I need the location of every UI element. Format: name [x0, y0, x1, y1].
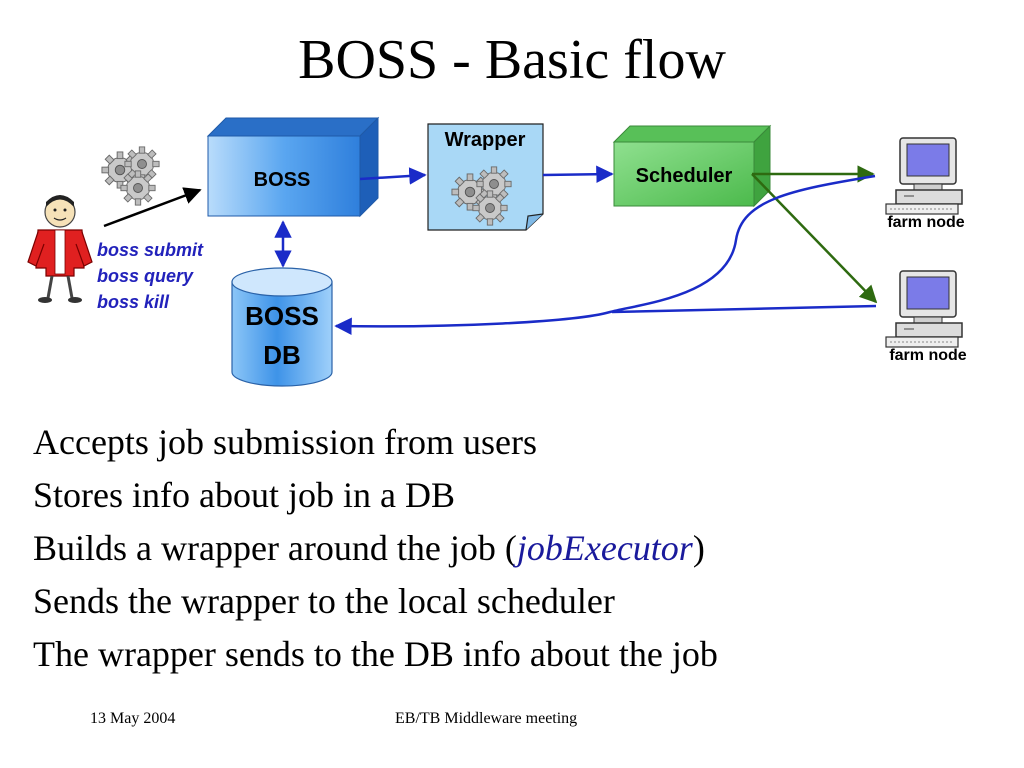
bullet-item: Accepts job submission from users: [33, 422, 537, 462]
command-query: boss query: [97, 266, 194, 286]
node2-return-line: [611, 304, 877, 314]
wrapper-label: Wrapper: [445, 129, 526, 151]
footer-event: EB/TB Middleware meeting: [395, 710, 578, 727]
scheduler-label: Scheduler: [636, 165, 733, 187]
boss-to-wrapper-arrow: [359, 167, 427, 185]
flow-diagram: boss submit boss query boss kill BOSS Wr…: [27, 116, 967, 387]
submit-gears-icon: [101, 146, 160, 206]
command-submit: boss submit: [97, 240, 204, 260]
bullet-item: Builds a wrapper around the job (jobExec…: [33, 528, 705, 568]
wrapper-box: Wrapper: [427, 123, 544, 231]
farm-node-1-label: farm node: [887, 214, 964, 231]
farm-node-2-computer-icon: [885, 270, 963, 348]
bullet-list: Accepts job submission from users Stores…: [33, 416, 718, 681]
node-to-db-arrow: [334, 174, 876, 336]
scheduler-to-node2-arrow: [751, 173, 878, 304]
wrapper-to-scheduler-arrow: [542, 165, 614, 183]
db-label-line1: BOSS: [245, 301, 319, 331]
slide-title: BOSS - Basic flow: [298, 29, 726, 91]
job-executor-term: jobExecutor: [516, 528, 693, 568]
bullet-item: Stores info about job in a DB: [33, 475, 455, 515]
command-kill: boss kill: [97, 292, 170, 312]
user-figure-icon: [27, 195, 93, 303]
scheduler-box: Scheduler: [612, 124, 772, 208]
submit-arrow: [103, 187, 202, 228]
boss-box: BOSS: [206, 116, 380, 218]
boss-db-cylinder: BOSS DB: [231, 267, 333, 387]
farm-node-2-label: farm node: [889, 347, 966, 364]
bullet-item: Sends the wrapper to the local scheduler: [33, 581, 615, 621]
db-label-line2: DB: [263, 340, 301, 370]
boss-label: BOSS: [254, 169, 311, 191]
bullet-item: The wrapper sends to the DB info about t…: [33, 634, 718, 674]
footer-date: 13 May 2004: [90, 710, 176, 727]
farm-node-1-computer-icon: [885, 137, 963, 215]
